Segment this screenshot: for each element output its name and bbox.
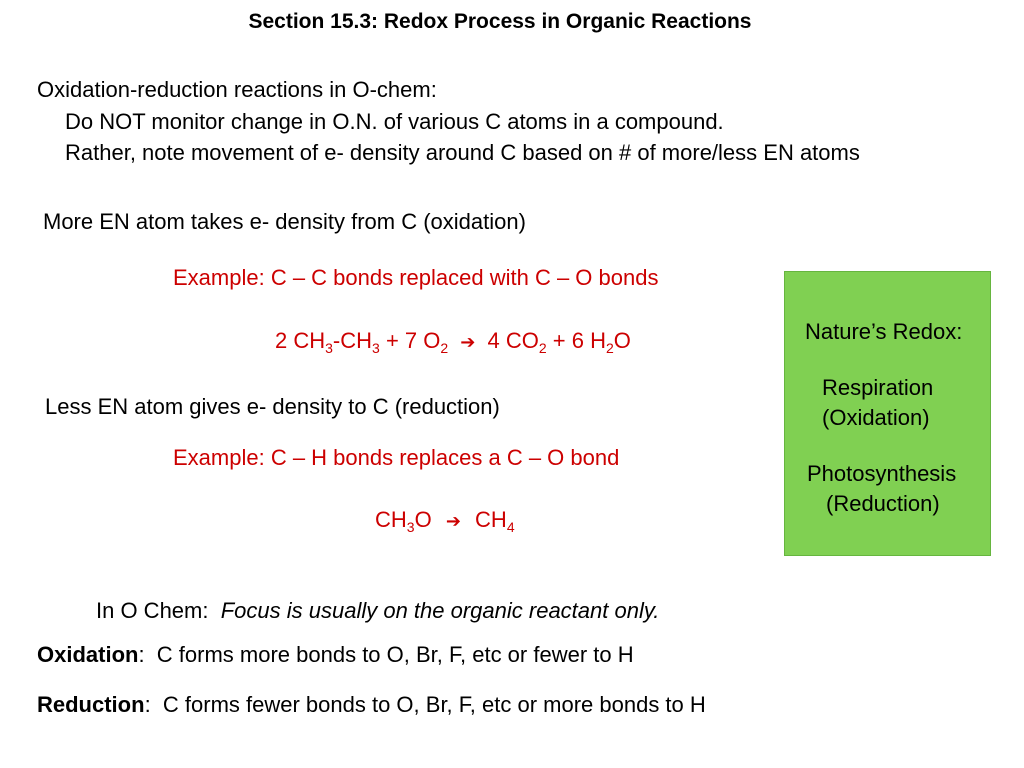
reaction-arrow-icon: ➔	[460, 332, 476, 353]
eq-text: CH	[375, 507, 407, 532]
focus-text: Focus is usually on the organic reactant…	[220, 598, 660, 623]
eq-subscript: 4	[506, 519, 515, 535]
oxidation-term: Oxidation	[37, 642, 139, 667]
oxidation-equation: 2 CH3-CH3 + 7 O2 ➔ 4 CO2 + 6 H2O	[275, 328, 631, 356]
reduction-example: Example: C – H bonds replaces a C – O bo…	[173, 445, 620, 470]
reaction-arrow-icon: ➔	[445, 511, 461, 532]
reduction-def: : C forms fewer bonds to O, Br, F, etc o…	[144, 692, 706, 717]
eq-subscript: 3	[325, 340, 333, 356]
eq-text: CH	[475, 507, 507, 532]
intro-line-1: Oxidation-reduction reactions in O-chem:	[37, 77, 437, 102]
intro-line-2: Do NOT monitor change in O.N. of various…	[65, 109, 724, 134]
respiration-note: (Oxidation)	[822, 405, 930, 430]
eq-subscript: 3	[372, 340, 380, 356]
eq-subscript: 3	[406, 519, 415, 535]
eq-subscript: 2	[440, 340, 449, 356]
respiration-label: Respiration	[822, 375, 934, 400]
reduction-term: Reduction	[37, 692, 145, 717]
eq-text: + 7 O	[379, 328, 441, 353]
reduction-heading: Less EN atom gives e- density to C (redu…	[45, 394, 500, 419]
oxidation-def: : C forms more bonds to O, Br, F, etc or…	[138, 642, 634, 667]
intro-line-3: Rather, note movement of e- density arou…	[65, 140, 860, 165]
nature-redox-box: Nature’s Redox: Respiration (Oxidation) …	[784, 271, 991, 556]
photosynthesis-note: (Reduction)	[826, 491, 940, 516]
eq-text: 2 CH	[275, 328, 326, 353]
eq-subscript: 2	[538, 340, 547, 356]
eq-text: O	[613, 328, 631, 353]
eq-text: -CH	[332, 328, 373, 353]
page-title: Section 15.3: Redox Process in Organic R…	[248, 10, 752, 33]
focus-line: In O Chem: Focus is usually on the organ…	[96, 600, 659, 622]
eq-text: + 6 H	[546, 328, 606, 353]
reduction-equation: CH3O ➔ CH4	[375, 507, 515, 535]
eq-subscript: 2	[605, 340, 614, 356]
focus-label: In O Chem:	[96, 598, 221, 623]
eq-text: 4 CO	[487, 328, 539, 353]
oxidation-definition: Oxidation: C forms more bonds to O, Br, …	[37, 644, 634, 666]
photosynthesis-label: Photosynthesis	[807, 461, 957, 486]
oxidation-example: Example: C – C bonds replaced with C – O…	[173, 265, 659, 290]
reduction-definition: Reduction: C forms fewer bonds to O, Br,…	[37, 694, 706, 716]
eq-text: O	[414, 507, 432, 532]
oxidation-heading: More EN atom takes e- density from C (ox…	[43, 209, 526, 234]
nature-redox-heading: Nature’s Redox:	[805, 319, 963, 344]
